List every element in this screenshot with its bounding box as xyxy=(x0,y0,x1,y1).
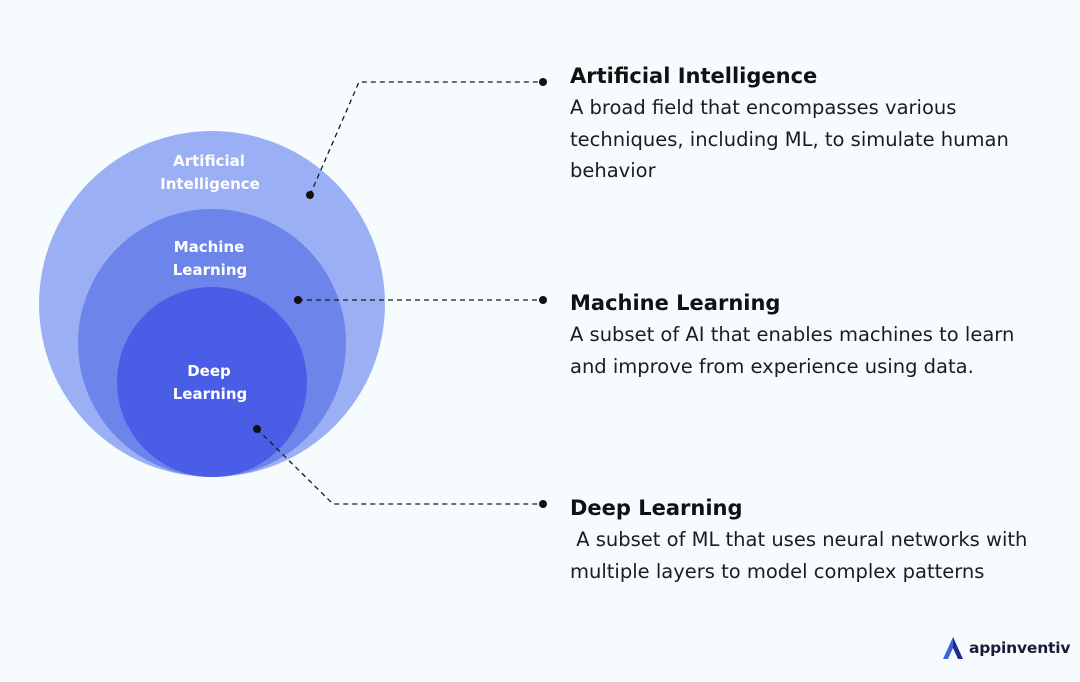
appinventiv-logo-icon xyxy=(943,637,963,659)
description-text-ml: A subset of AI that enables machines to … xyxy=(570,323,1021,378)
connector-dot-ml-outer xyxy=(539,296,547,304)
circle-label-ml-line1: Machine xyxy=(174,238,245,256)
description-title-ml: Machine Learning xyxy=(570,291,781,315)
description-text-dl: A subset of ML that uses neural networks… xyxy=(570,528,1034,583)
connector-dl xyxy=(256,428,543,505)
description-title-ai: Artificial Intelligence xyxy=(570,64,818,88)
brand-name: appinventiv xyxy=(969,639,1071,657)
description-title-dl: Deep Learning xyxy=(570,496,743,520)
connector-ai xyxy=(309,81,543,196)
description-block-ai: Artificial Intelligence A broad field th… xyxy=(570,62,1050,187)
circle-label-ai-line2: Intelligence xyxy=(160,175,260,193)
inner-circle-deep-learning xyxy=(117,287,307,477)
description-block-dl: Deep Learning A subset of ML that uses n… xyxy=(570,494,1050,587)
connector-dot-dl-inner xyxy=(253,425,261,433)
circle-label-dl-line1: Deep xyxy=(187,362,231,380)
description-block-ml: Machine Learning A subset of AI that ena… xyxy=(570,289,1050,382)
connector-dot-ai-inner xyxy=(306,191,314,199)
connector-dot-dl-outer xyxy=(539,500,547,508)
circle-label-ai-line1: Artificial xyxy=(173,152,245,170)
brand-logo: appinventiv xyxy=(941,636,1070,660)
description-text-ai: A broad field that encompasses various t… xyxy=(570,96,1016,182)
connector-dot-ml-inner xyxy=(294,296,302,304)
circle-label-dl-line2: Learning xyxy=(173,385,248,403)
connector-dot-ai-outer xyxy=(539,78,547,86)
circle-label-ml-line2: Learning xyxy=(173,261,248,279)
